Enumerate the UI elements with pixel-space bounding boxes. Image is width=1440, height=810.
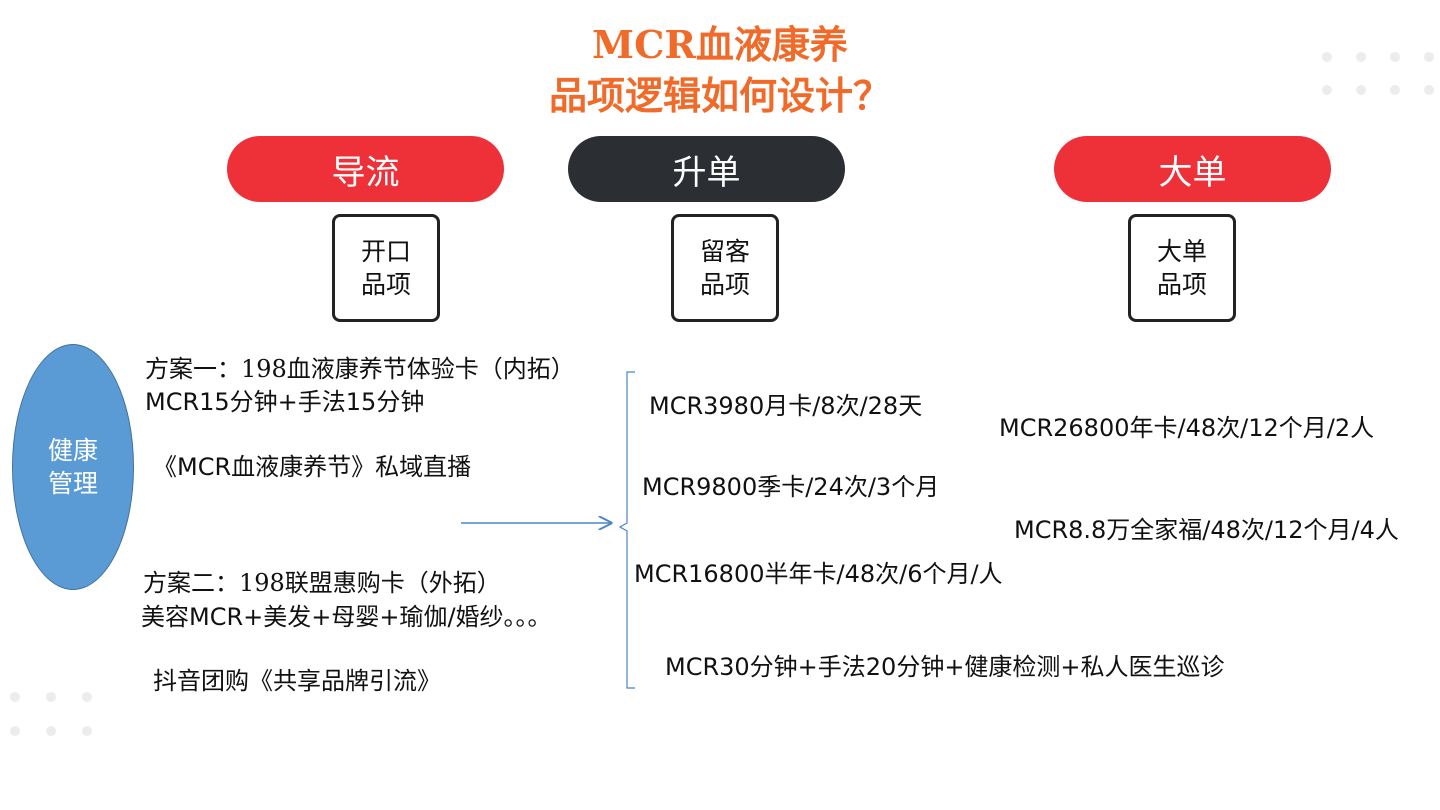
plan1-detail: MCR15分钟+手法15分钟 <box>145 388 425 416</box>
category-upgrade-label: 升单 <box>672 152 741 193</box>
ellipse-line-1: 健康 <box>47 436 98 465</box>
plan2-detail: 美容MCR+美发+母婴+瑜伽/婚纱。。。 <box>141 603 552 631</box>
ellipse-line-2: 管理 <box>47 469 98 498</box>
big-order-item: MCR8.8万全家福/48次/12个月/4人 <box>1014 516 1399 544</box>
plan1-livestream: 《MCR血液康养节》私域直播 <box>153 453 472 481</box>
bracket-line <box>618 371 635 689</box>
big-order-item: MCR26800年卡/48次/12个月/2人 <box>999 414 1375 442</box>
plan1-title: 方案一：198血液康养节体验卡（内拓） <box>145 355 575 383</box>
box-retention-line-1: 留客 <box>699 237 750 266</box>
box-retention-item: 留客 品项 <box>671 214 779 322</box>
title-line-2: 品项逻辑如何设计？ <box>548 73 891 118</box>
plan2-douyin: 抖音团购《共享品牌引流》 <box>153 667 441 695</box>
box-big-line-2: 品项 <box>1156 270 1207 299</box>
health-management-ellipse: 健康 管理 <box>12 344 134 590</box>
box-opening-line-1: 开口 <box>360 237 411 266</box>
category-pill-upgrade: 升单 <box>568 136 845 202</box>
category-pill-big: 大单 <box>1054 136 1331 202</box>
category-lead-label: 导流 <box>331 152 400 193</box>
box-opening-item: 开口 品项 <box>332 214 440 322</box>
plan2-title: 方案二：198联盟惠购卡（外拓） <box>143 569 501 597</box>
upgrade-item: MCR16800半年卡/48次/6个月/人 <box>634 560 1003 588</box>
upgrade-item: MCR3980月卡/8次/28天 <box>649 392 923 420</box>
upgrade-item: MCR9800季卡/24次/3个月 <box>642 473 940 501</box>
box-big-line-1: 大单 <box>1156 237 1207 266</box>
connector-arrow-bracket <box>461 371 635 689</box>
box-opening-line-2: 品项 <box>360 270 411 299</box>
title-line-1: MCR血液康养 <box>592 22 848 67</box>
box-retention-line-2: 品项 <box>699 270 750 299</box>
box-big-order-item: 大单 品项 <box>1128 214 1236 322</box>
upgrade-item: MCR30分钟+手法20分钟+健康检测+私人医生巡诊 <box>665 653 1225 681</box>
category-big-label: 大单 <box>1158 152 1227 193</box>
category-pill-lead: 导流 <box>227 136 504 202</box>
